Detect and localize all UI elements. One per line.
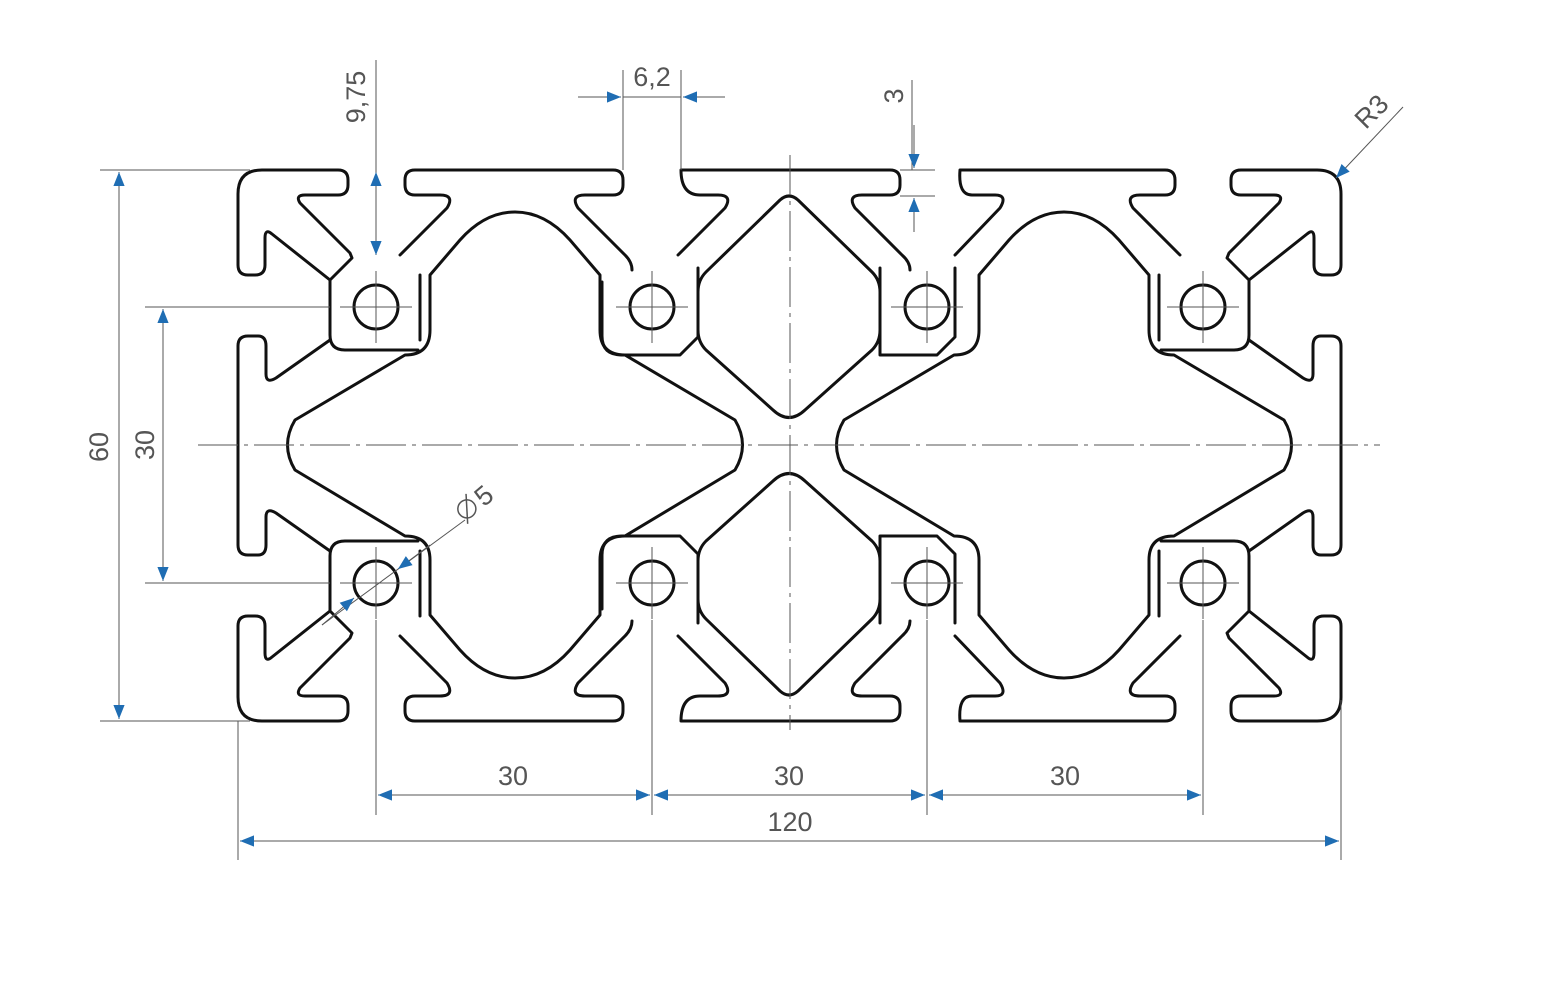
dim-width-120: 120	[767, 807, 812, 837]
dim-pitch-h3: 30	[1050, 761, 1080, 791]
diameter-symbol-stroke	[465, 493, 469, 524]
center-lines	[198, 155, 1380, 730]
dim-pitch-h1: 30	[498, 761, 528, 791]
diameter-symbol-icon	[457, 499, 477, 519]
right-web	[1247, 334, 1343, 557]
bottom-slot-lips	[398, 619, 1182, 723]
dim-hole-diameter: 5	[457, 479, 500, 524]
dim-slot-width: 6,2	[633, 62, 671, 92]
cavity-left	[286, 210, 744, 680]
hole-crosshairs	[340, 271, 1239, 619]
dim-wall-thickness: 3	[879, 88, 909, 103]
dim-pitch-vert-30: 30	[130, 430, 160, 460]
dim-pitch-h2: 30	[774, 761, 804, 791]
dim-corner-radius: R3	[1349, 89, 1395, 135]
cavity-right	[835, 210, 1293, 680]
extension-lines	[100, 60, 1342, 860]
dim-height-60: 60	[84, 432, 114, 462]
dim-radius-leader	[1335, 106, 1404, 179]
top-slot-lips	[398, 168, 1182, 272]
cavity-center-bottom	[696, 472, 882, 697]
boss-bottom-inner	[600, 534, 957, 625]
dim-hole-diameter-value: 5	[469, 479, 500, 512]
boss-top-inner	[600, 266, 957, 357]
cavity-center-top	[696, 194, 882, 419]
left-web	[236, 334, 332, 557]
dim-diameter-leader	[321, 519, 466, 626]
dim-diameter-arrow-b	[321, 597, 355, 626]
dimensions: 60 30 30 30 30 120 6,2 3 9,75 R3	[84, 60, 1404, 860]
dim-slot-depth: 9,75	[341, 71, 371, 124]
dim-diameter-arrow-a	[397, 544, 431, 570]
